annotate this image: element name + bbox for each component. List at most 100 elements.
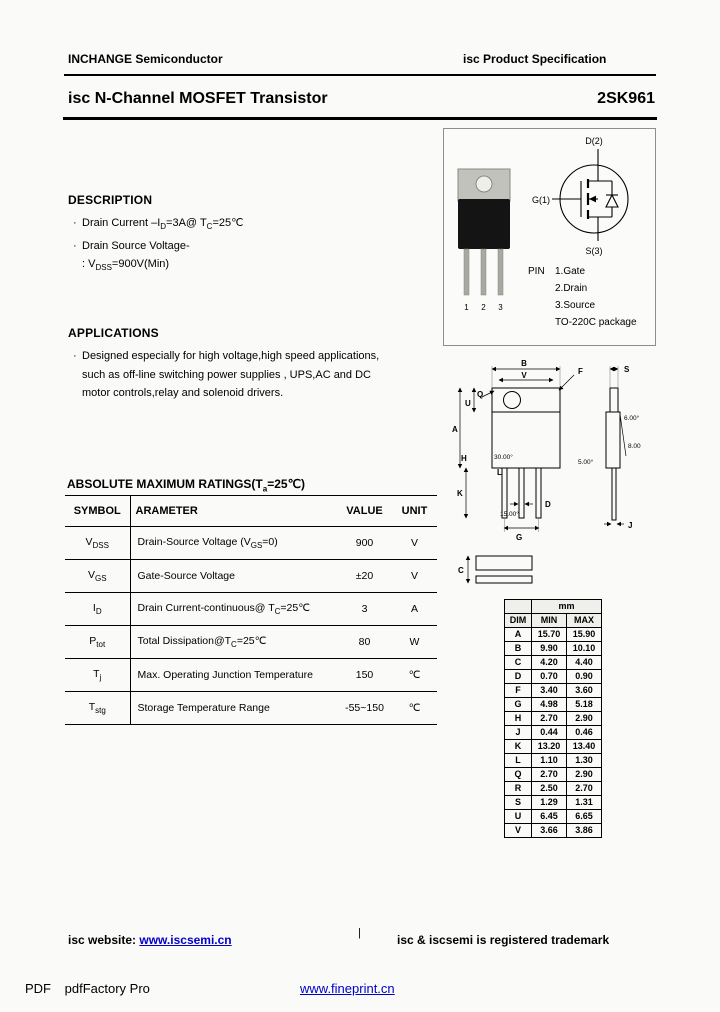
product-spec-label: isc Product Specification [463, 52, 606, 66]
dims-corner-cell [504, 599, 532, 614]
dim-min: 2.70 [531, 711, 567, 726]
dims-unit-header: mm [531, 599, 602, 614]
rating-value: 3 [361, 603, 368, 615]
dim-max: 5.18 [566, 697, 602, 712]
fineprint-link[interactable]: www.fineprint.cn [300, 981, 395, 996]
desc-text: Drain Current –I [82, 217, 161, 229]
angle-annotations: 30.00° 15.00° 5.00° 6.00° 8.00 [494, 414, 641, 518]
symbol-base: V [85, 535, 93, 548]
dim-max: 10.10 [566, 641, 602, 656]
desc-sub: D [160, 222, 167, 232]
pin-drain: 2.Drain [555, 283, 588, 294]
dims-col-max: MAX [566, 613, 602, 628]
symbol-base: I [92, 601, 96, 614]
pdf-generator-note: PDF pdfFactory Pro [25, 981, 150, 996]
symbol-subscript: GS [94, 574, 107, 584]
dim-letter: R [504, 781, 532, 796]
dim-max: 4.40 [566, 655, 602, 670]
mosfet-symbol [552, 149, 629, 241]
rating-unit: ℃ [408, 702, 421, 714]
rating-value: 150 [355, 669, 374, 681]
dim-letter: J [504, 725, 532, 740]
description-section: DESCRIPTION ·Drain Current –ID=3A@ TC=25… [68, 193, 446, 278]
description-heading: DESCRIPTION [68, 193, 153, 207]
pdf-tool-name: pdfFactory Pro [64, 981, 150, 996]
symbol-base: P [89, 634, 97, 647]
ratings-header-row: SYMBOL ARAMETER VALUE UNIT [65, 495, 437, 527]
dim-max: 1.30 [566, 753, 602, 768]
rating-parameter: Drain Current-continuous@ TC=25℃ [130, 593, 337, 626]
package-diagram-box: 1 2 3 D(2) [443, 128, 656, 346]
bullet-icon: · [73, 239, 77, 252]
part-number: 2SK961 [597, 90, 655, 107]
desc-sub: DSS [95, 263, 112, 273]
rating-value: -55~150 [345, 702, 384, 714]
dim-label-q: Q [477, 390, 483, 399]
package-outline-side [605, 387, 621, 521]
symbol-subscript: j [99, 673, 102, 683]
col-header-unit: UNIT [401, 505, 428, 517]
col-header-symbol: SYMBOL [65, 495, 131, 527]
footer-separator: | [358, 927, 361, 939]
source-terminal-label: S(3) [585, 246, 602, 256]
parameter-text: Drain Current-continuous@ T [137, 601, 275, 614]
dim-min: 13.20 [531, 739, 567, 754]
website-link[interactable]: www.iscsemi.cn [139, 933, 232, 947]
applications-section: APPLICATIONS ·Designed especially for hi… [68, 326, 446, 403]
dim-label-b: B [521, 359, 527, 368]
dim-max: 0.90 [566, 669, 602, 684]
parameter-text: =25℃ [280, 601, 310, 614]
symbol-subscript: DSS [92, 541, 109, 551]
symbol-base: T [88, 700, 96, 713]
dims-col-dim: DIM [504, 613, 532, 628]
dim-label-g: G [516, 533, 522, 542]
title-rule [63, 117, 657, 120]
dimension-labels: B V F Q U A H L K D G C S J [452, 359, 632, 575]
dim-max: 6.65 [566, 809, 602, 824]
dim-min: 9.90 [531, 641, 567, 656]
package-and-symbol-graphic: 1 2 3 D(2) [457, 136, 629, 312]
parameter-text: =0) [262, 535, 278, 548]
dim-max: 2.70 [566, 781, 602, 796]
rating-parameter: Total Dissipation@TC=25℃ [130, 626, 337, 659]
ratings-title-sub: a [262, 484, 268, 494]
dim-min: 2.50 [531, 781, 567, 796]
col-header-parameter: ARAMETER [135, 505, 198, 517]
dim-min: 15.70 [531, 627, 567, 642]
dims-unit-row: mm [504, 599, 602, 614]
angle-15: 15.00° [500, 510, 519, 518]
dim-letter: C [504, 655, 532, 670]
dim-letter: F [504, 683, 532, 698]
angle-6: 6.00° [624, 414, 640, 422]
rating-parameter: Gate-Source Voltage [130, 560, 337, 593]
dim-letter: D [504, 669, 532, 684]
package-outline-front [491, 387, 561, 519]
rating-symbol: Tj [65, 658, 131, 692]
parameter-text: C [231, 640, 237, 650]
dim-label-s: S [624, 365, 630, 374]
desc-text: : V [82, 258, 96, 271]
website-label: isc website: [68, 933, 137, 947]
applications-line-1: ·Designed especially for high voltage,hi… [68, 347, 446, 366]
bullet-icon: · [73, 350, 77, 362]
rating-unit: W [409, 636, 420, 648]
dim-min: 1.10 [531, 753, 567, 768]
rating-parameter: Max. Operating Junction Temperature [130, 659, 337, 692]
col-header-value: VALUE [346, 505, 383, 517]
package-name: TO-220C package [555, 317, 637, 328]
symbol-base: V [87, 568, 95, 581]
pin-label: PIN [528, 266, 545, 277]
rating-parameter: Drain-Source Voltage (VGS=0) [130, 527, 337, 560]
rating-value: 80 [358, 636, 371, 648]
dim-label-c: C [458, 566, 464, 575]
description-line-2: ·Drain Source Voltage- [68, 237, 446, 256]
dim-min: 3.66 [531, 823, 567, 838]
ratings-title-text: =25℃) [267, 477, 306, 491]
